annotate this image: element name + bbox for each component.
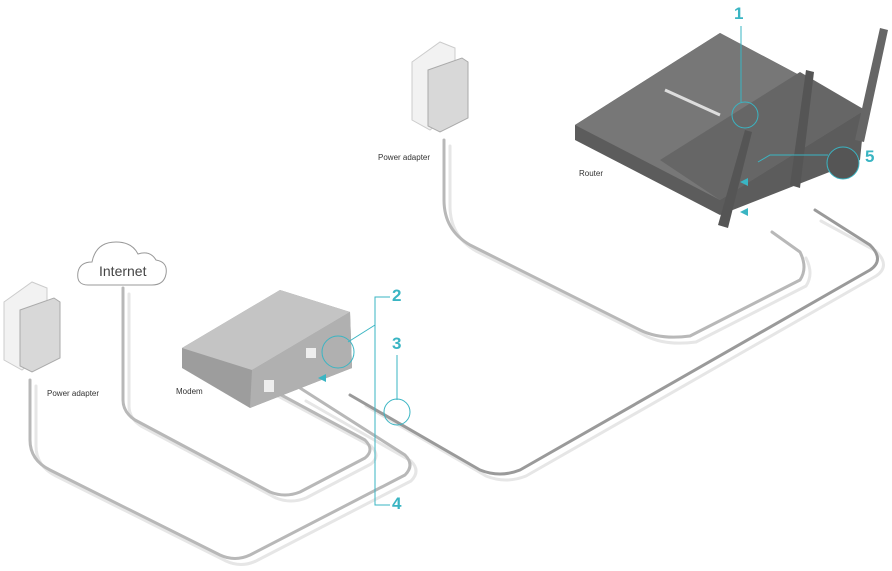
router-icon — [575, 28, 888, 228]
callout-4: 4 — [392, 494, 402, 513]
modem-icon — [182, 290, 355, 408]
internet-cable — [121, 286, 372, 497]
modem-power-adapter-icon — [3, 281, 61, 373]
modem-power-cable — [28, 378, 412, 560]
callout-5: 5 — [865, 147, 875, 166]
router-power-cable — [442, 138, 806, 339]
callout-3: 3 — [392, 334, 402, 353]
router-power-adapter-icon — [411, 41, 469, 133]
ethernet-cable — [348, 208, 879, 476]
router-power-adapter-label: Power adapter — [378, 153, 431, 162]
callout-2: 2 — [392, 286, 402, 305]
internet-label: Internet — [99, 263, 147, 279]
modem-label: Modem — [176, 387, 203, 396]
modem-power-adapter-label: Power adapter — [47, 389, 100, 398]
router-label: Router — [579, 169, 604, 178]
internet-cloud-icon — [77, 241, 167, 286]
callout-1: 1 — [734, 4, 744, 23]
